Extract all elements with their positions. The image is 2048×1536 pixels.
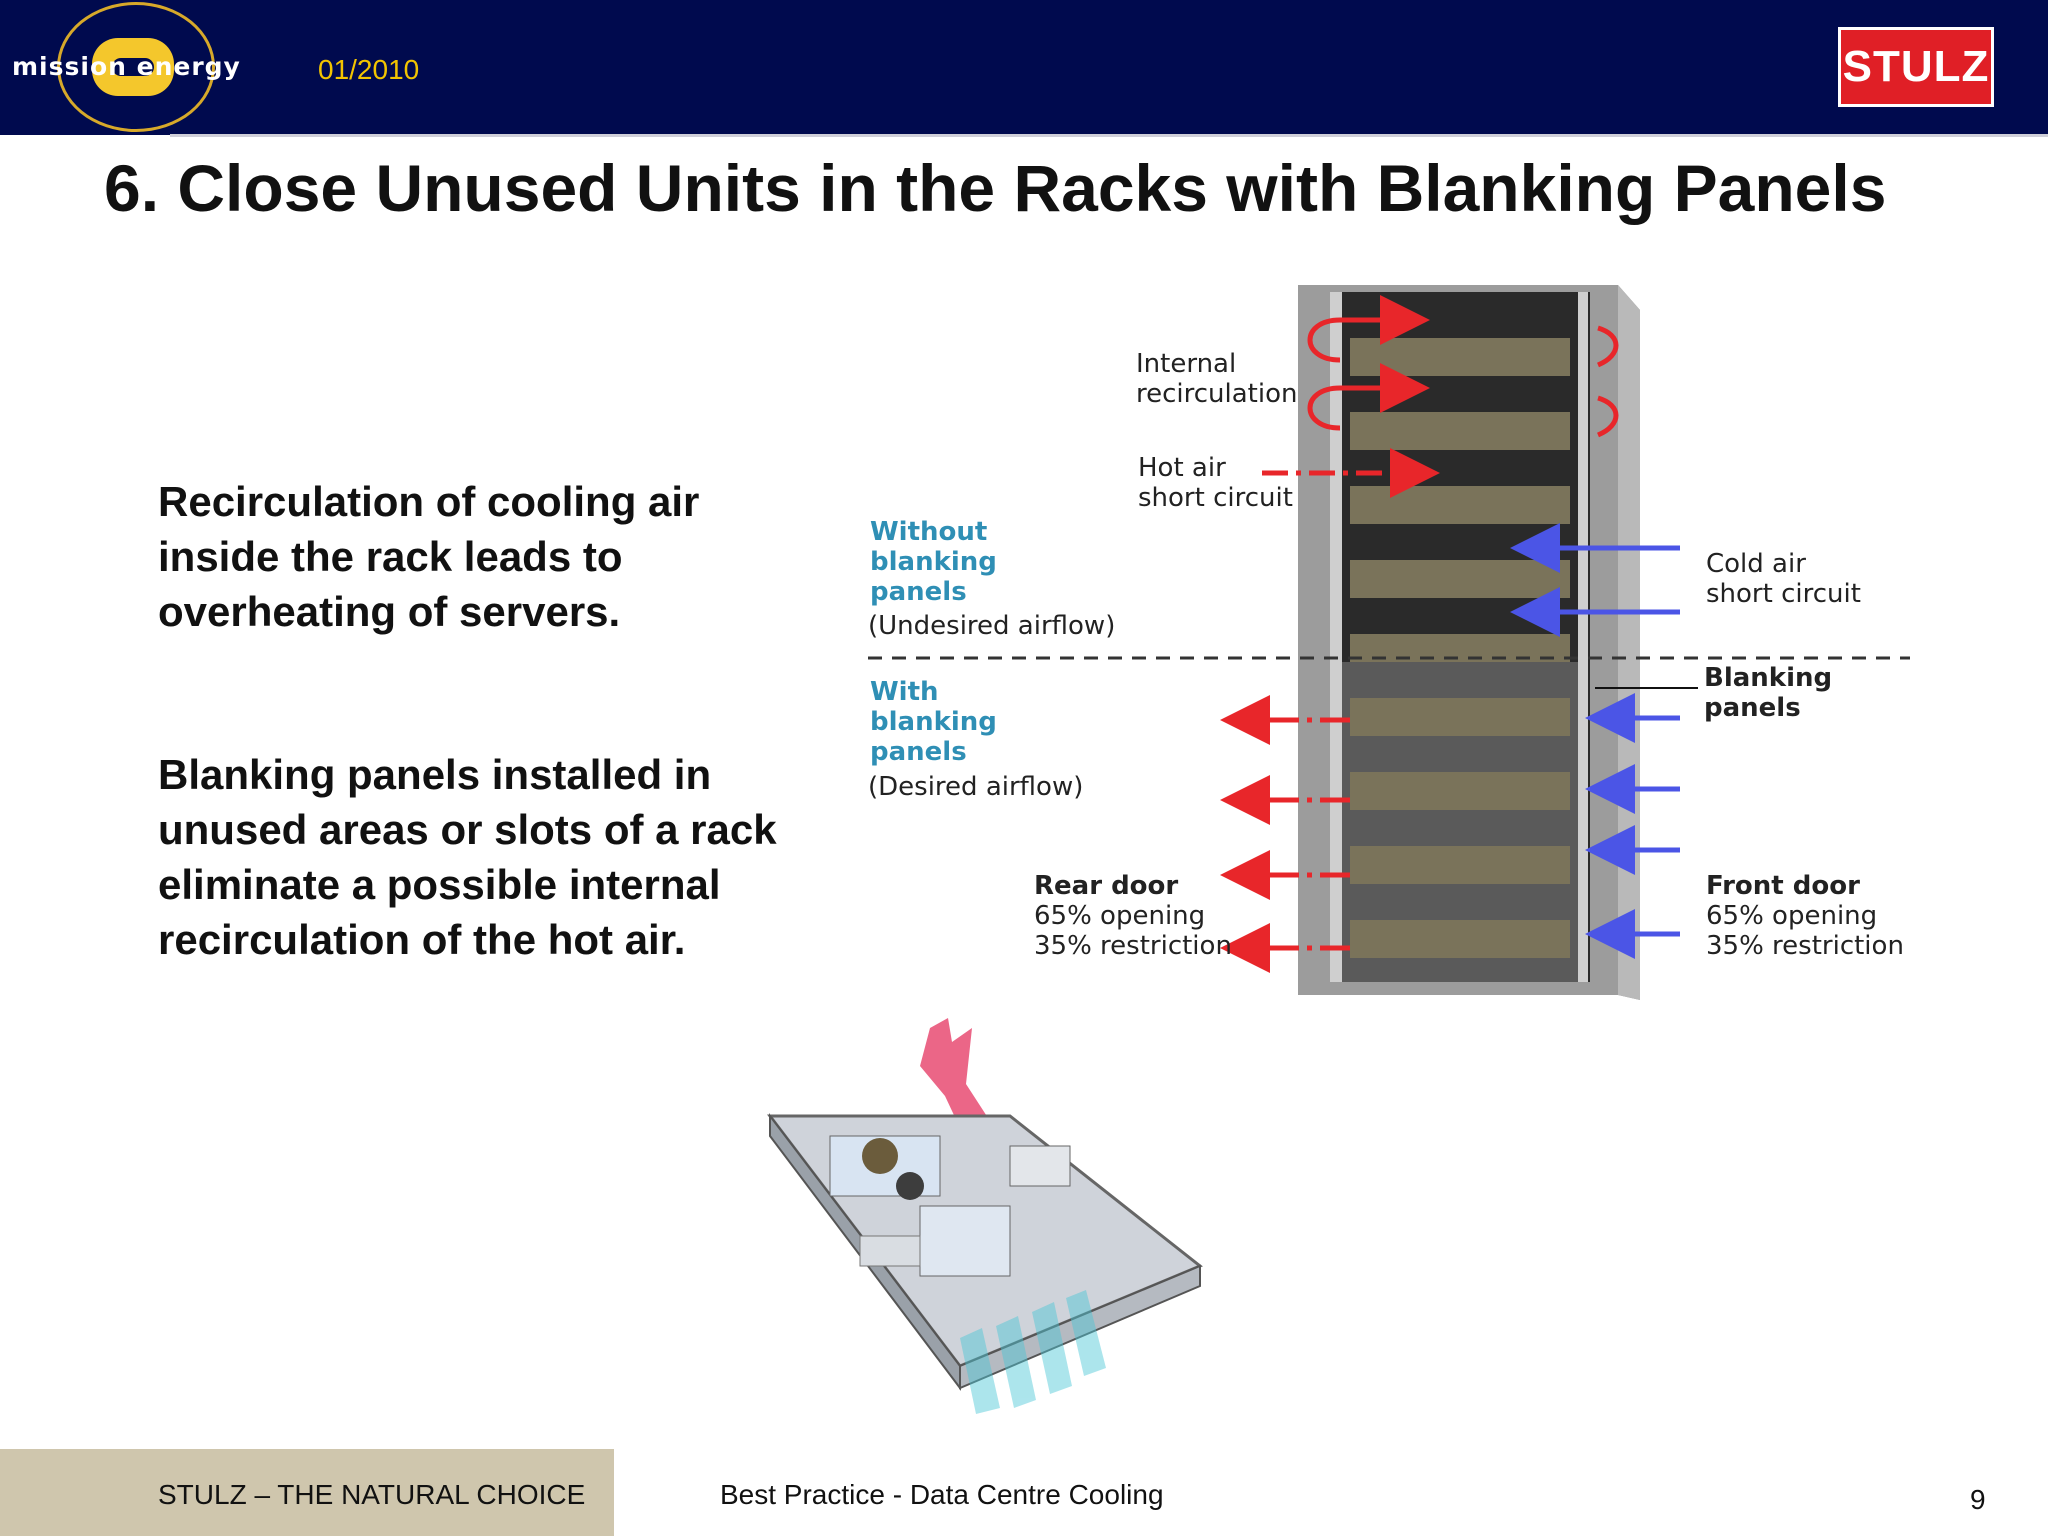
rear-door-opening: 65% opening: [1034, 901, 1205, 931]
blanking-panel-section: [1342, 662, 1578, 982]
rear-door-hot-air-arrows: [1220, 695, 1350, 973]
with-blanking-label-2: blanking: [870, 707, 997, 737]
without-blanking-label-2: blanking: [870, 547, 997, 577]
header-bar: mission energy 01/2010 STULZ: [0, 0, 2048, 135]
front-door-label: Front door: [1706, 871, 1860, 901]
internal-recirculation-label-2: recirculation: [1136, 379, 1297, 409]
rear-door-restriction: 35% restriction: [1034, 931, 1232, 961]
without-blanking-label-3: panels: [870, 577, 967, 607]
paragraph-blanking-panels: Blanking panels installed in unused area…: [158, 751, 777, 963]
cold-air-short-circuit-arrows: [1510, 523, 1680, 637]
mission-energy-logo-ring: [57, 2, 215, 132]
slide-date: 01/2010: [318, 54, 420, 85]
stulz-logo: STULZ: [1838, 27, 1994, 107]
internal-recirculation-label-1: Internal: [1136, 349, 1236, 379]
server-airflow-outlet: [920, 1018, 990, 1128]
front-door-cold-air-arrows: [1585, 693, 1680, 959]
hot-air-label-2: short circuit: [1138, 483, 1293, 513]
page-number: 9: [1970, 1484, 1986, 1515]
paragraph-recirculation: Recirculation of cooling air inside the …: [158, 478, 700, 635]
rack-airflow-diagram: Internal recirculation Hot air short cir…: [868, 285, 1910, 1000]
hot-air-label-1: Hot air: [1138, 453, 1226, 483]
slide-title: 6. Close Unused Units in the Racks with …: [104, 151, 1887, 225]
cold-air-label-1: Cold air: [1706, 549, 1806, 579]
without-blanking-label-1: Without: [870, 517, 987, 547]
server-airflow-inlet: [960, 1290, 1106, 1414]
internal-recirculation-arrows: [1307, 295, 1619, 438]
server-unit-illustration: [766, 1018, 1203, 1414]
front-door-restriction: 35% restriction: [1706, 931, 1904, 961]
footer-brand-panel: [0, 1449, 614, 1536]
blanking-panels-label-2: panels: [1704, 693, 1801, 723]
footer-brand-text: STULZ – THE NATURAL CHOICE: [158, 1479, 586, 1510]
header-divider: [170, 134, 2048, 137]
with-blanking-label-1: With: [870, 677, 939, 707]
mission-energy-logo-text: mission energy: [12, 52, 241, 81]
cold-air-label-2: short circuit: [1706, 579, 1861, 609]
rear-door-label: Rear door: [1034, 871, 1178, 901]
footer-presentation-title: Best Practice - Data Centre Cooling: [720, 1479, 1164, 1510]
mission-energy-logo-mark: [92, 38, 174, 96]
server-chassis: [766, 1113, 1203, 1391]
desired-airflow-label: (Desired airflow): [868, 772, 1083, 802]
with-blanking-label-3: panels: [870, 737, 967, 767]
undesired-airflow-label: (Undesired airflow): [868, 611, 1115, 641]
blanking-panels-label-1: Blanking: [1704, 663, 1832, 693]
front-door-opening: 65% opening: [1706, 901, 1877, 931]
